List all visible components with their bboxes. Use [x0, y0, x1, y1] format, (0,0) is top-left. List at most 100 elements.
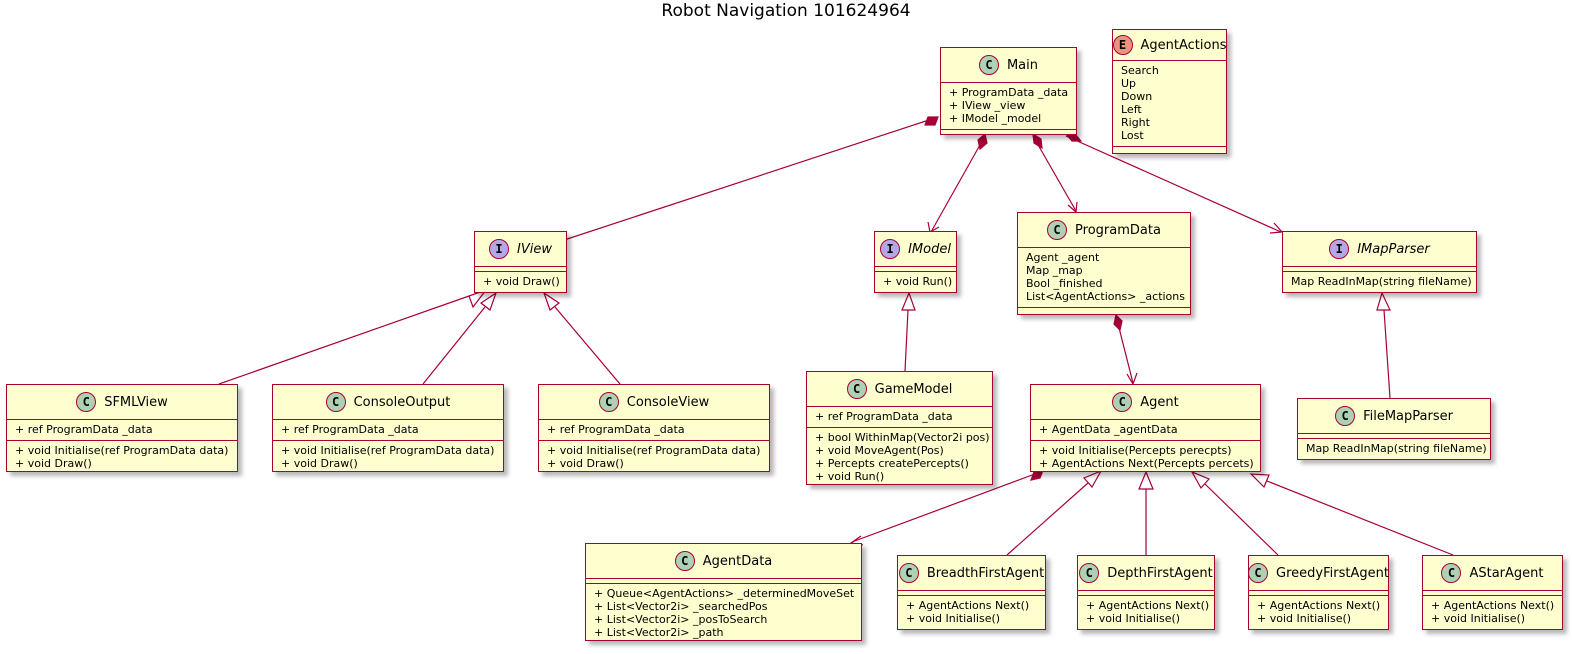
inheritance-astaragent-agent [1249, 473, 1454, 556]
interface-badge: I [1329, 239, 1350, 259]
class-name: GameModel [874, 381, 953, 397]
interface-name: IView [517, 241, 552, 257]
attribute: Bool _finished [1026, 277, 1103, 290]
enum-value: Lost [1121, 129, 1144, 142]
member: + Queue<AgentActions> _determinedMoveSet [594, 587, 855, 600]
class-name: DepthFirstAgent [1107, 565, 1213, 581]
method: + AgentActions Next() [1257, 599, 1381, 612]
realization-filemapparser-imapparser [1376, 291, 1391, 399]
attribute: List<AgentActions> _actions [1026, 290, 1185, 303]
method: + void MoveAgent(Pos) [815, 444, 944, 457]
method: + void Draw() [483, 275, 560, 288]
composition-main-programdata [1032, 132, 1078, 214]
interface-imodel[interactable]: I IModel + void Run() [874, 231, 957, 293]
class-console-view[interactable]: C ConsoleView + ref ProgramData _data + v… [538, 384, 770, 472]
attribute: + ref ProgramData _data [15, 423, 153, 436]
method: + void Draw() [281, 457, 358, 470]
realization-gamemodel-imodel [901, 291, 916, 372]
class-name: Agent [1140, 394, 1179, 410]
composition-main-imodel [927, 132, 988, 233]
class-badge: C [674, 551, 695, 571]
enum-name: AgentActions [1140, 37, 1227, 53]
method: + void Initialise(ref ProgramData data) [281, 444, 495, 457]
inheritance-breadthfirstagent-agent [1006, 469, 1103, 556]
method: + AgentActions Next() [1086, 599, 1210, 612]
method: + void Initialise(ref ProgramData data) [15, 444, 229, 457]
attribute: + IModel _model [949, 112, 1042, 125]
method: + void Run() [815, 470, 885, 483]
member: + List<Vector2i> _searchedPos [594, 600, 768, 613]
class-badge: C [1079, 563, 1100, 583]
method: + void Initialise() [906, 612, 1001, 625]
class-name: ProgramData [1075, 222, 1161, 238]
enum-value: Down [1121, 90, 1153, 103]
class-badge: C [325, 392, 346, 412]
member: + List<Vector2i> _path [594, 626, 724, 639]
enum-value: Search [1121, 64, 1159, 77]
enum-badge: E [1112, 35, 1133, 55]
class-badge: C [898, 563, 919, 583]
realization-consoleview-iview [542, 291, 621, 385]
class-name: ConsoleView [626, 394, 710, 410]
class-name: Main [1006, 57, 1039, 73]
realization-consoleoutput-iview [422, 291, 498, 385]
realization-sfmlview-iview [218, 288, 488, 385]
interface-iview[interactable]: I IView + void Draw() [474, 231, 567, 293]
method: + AgentActions Next(Percepts percets) [1039, 457, 1254, 470]
method: + void Initialise() [1086, 612, 1181, 625]
method: + void Initialise(ref ProgramData data) [547, 444, 761, 457]
attribute: + IView _view [949, 99, 1026, 112]
method: Map ReadInMap(string fileName) [1291, 275, 1472, 288]
class-name: FileMapParser [1363, 408, 1453, 424]
class-game-model[interactable]: C GameModel + ref ProgramData _data + boo… [806, 371, 993, 485]
method: + void Initialise(Percepts perecpts) [1039, 444, 1232, 457]
enum-value: Up [1121, 77, 1137, 90]
class-badge: C [598, 392, 619, 412]
attribute: + ref ProgramData _data [281, 423, 419, 436]
composition-programdata-agent [1113, 313, 1138, 386]
method: + bool WithinMap(Vector2i pos) [815, 431, 990, 444]
class-badge: C [76, 392, 97, 412]
method: + void Initialise() [1431, 612, 1526, 625]
class-name: SFMLView [104, 394, 168, 410]
method: + AgentActions Next() [906, 599, 1030, 612]
class-breadth-first-agent[interactable]: C BreadthFirstAgent + AgentActions Next()… [897, 555, 1046, 630]
class-badge: C [1248, 563, 1269, 583]
method: + AgentActions Next() [1431, 599, 1555, 612]
class-depth-first-agent[interactable]: C DepthFirstAgent + AgentActions Next() +… [1077, 555, 1215, 630]
attribute: Agent _agent [1026, 251, 1100, 264]
method: + void Run() [883, 275, 953, 288]
class-sfmlview[interactable]: C SFMLView + ref ProgramData _data + void… [6, 384, 238, 472]
class-badge: C [1047, 220, 1068, 240]
method: + void Draw() [547, 457, 624, 470]
method: Map ReadInMap(string fileName) [1306, 442, 1487, 455]
attribute: + ref ProgramData _data [815, 410, 953, 423]
interface-badge: I [489, 239, 509, 259]
method: + Percepts createPercepts() [815, 457, 969, 470]
interface-name: IModel [908, 241, 951, 257]
class-file-map-parser[interactable]: C FileMapParser Map ReadInMap(string file… [1297, 398, 1491, 460]
class-badge: C [978, 55, 999, 75]
inheritance-greedyfirstagent-agent [1190, 470, 1279, 556]
attribute: + AgentData _agentData [1039, 423, 1178, 436]
inheritance-depthfirstagent-agent [1138, 470, 1154, 555]
diagram-title: Robot Navigation 101624964 [661, 1, 911, 21]
method: + void Draw() [15, 457, 92, 470]
class-badge: C [846, 379, 867, 399]
interface-badge: I [880, 239, 901, 259]
enum-value: Right [1121, 116, 1150, 129]
attribute: + ref ProgramData _data [547, 423, 685, 436]
class-badge: C [1441, 563, 1462, 583]
enum-value: Left [1121, 103, 1142, 116]
class-name: BreadthFirstAgent [926, 565, 1045, 581]
class-badge: C [1335, 406, 1356, 426]
